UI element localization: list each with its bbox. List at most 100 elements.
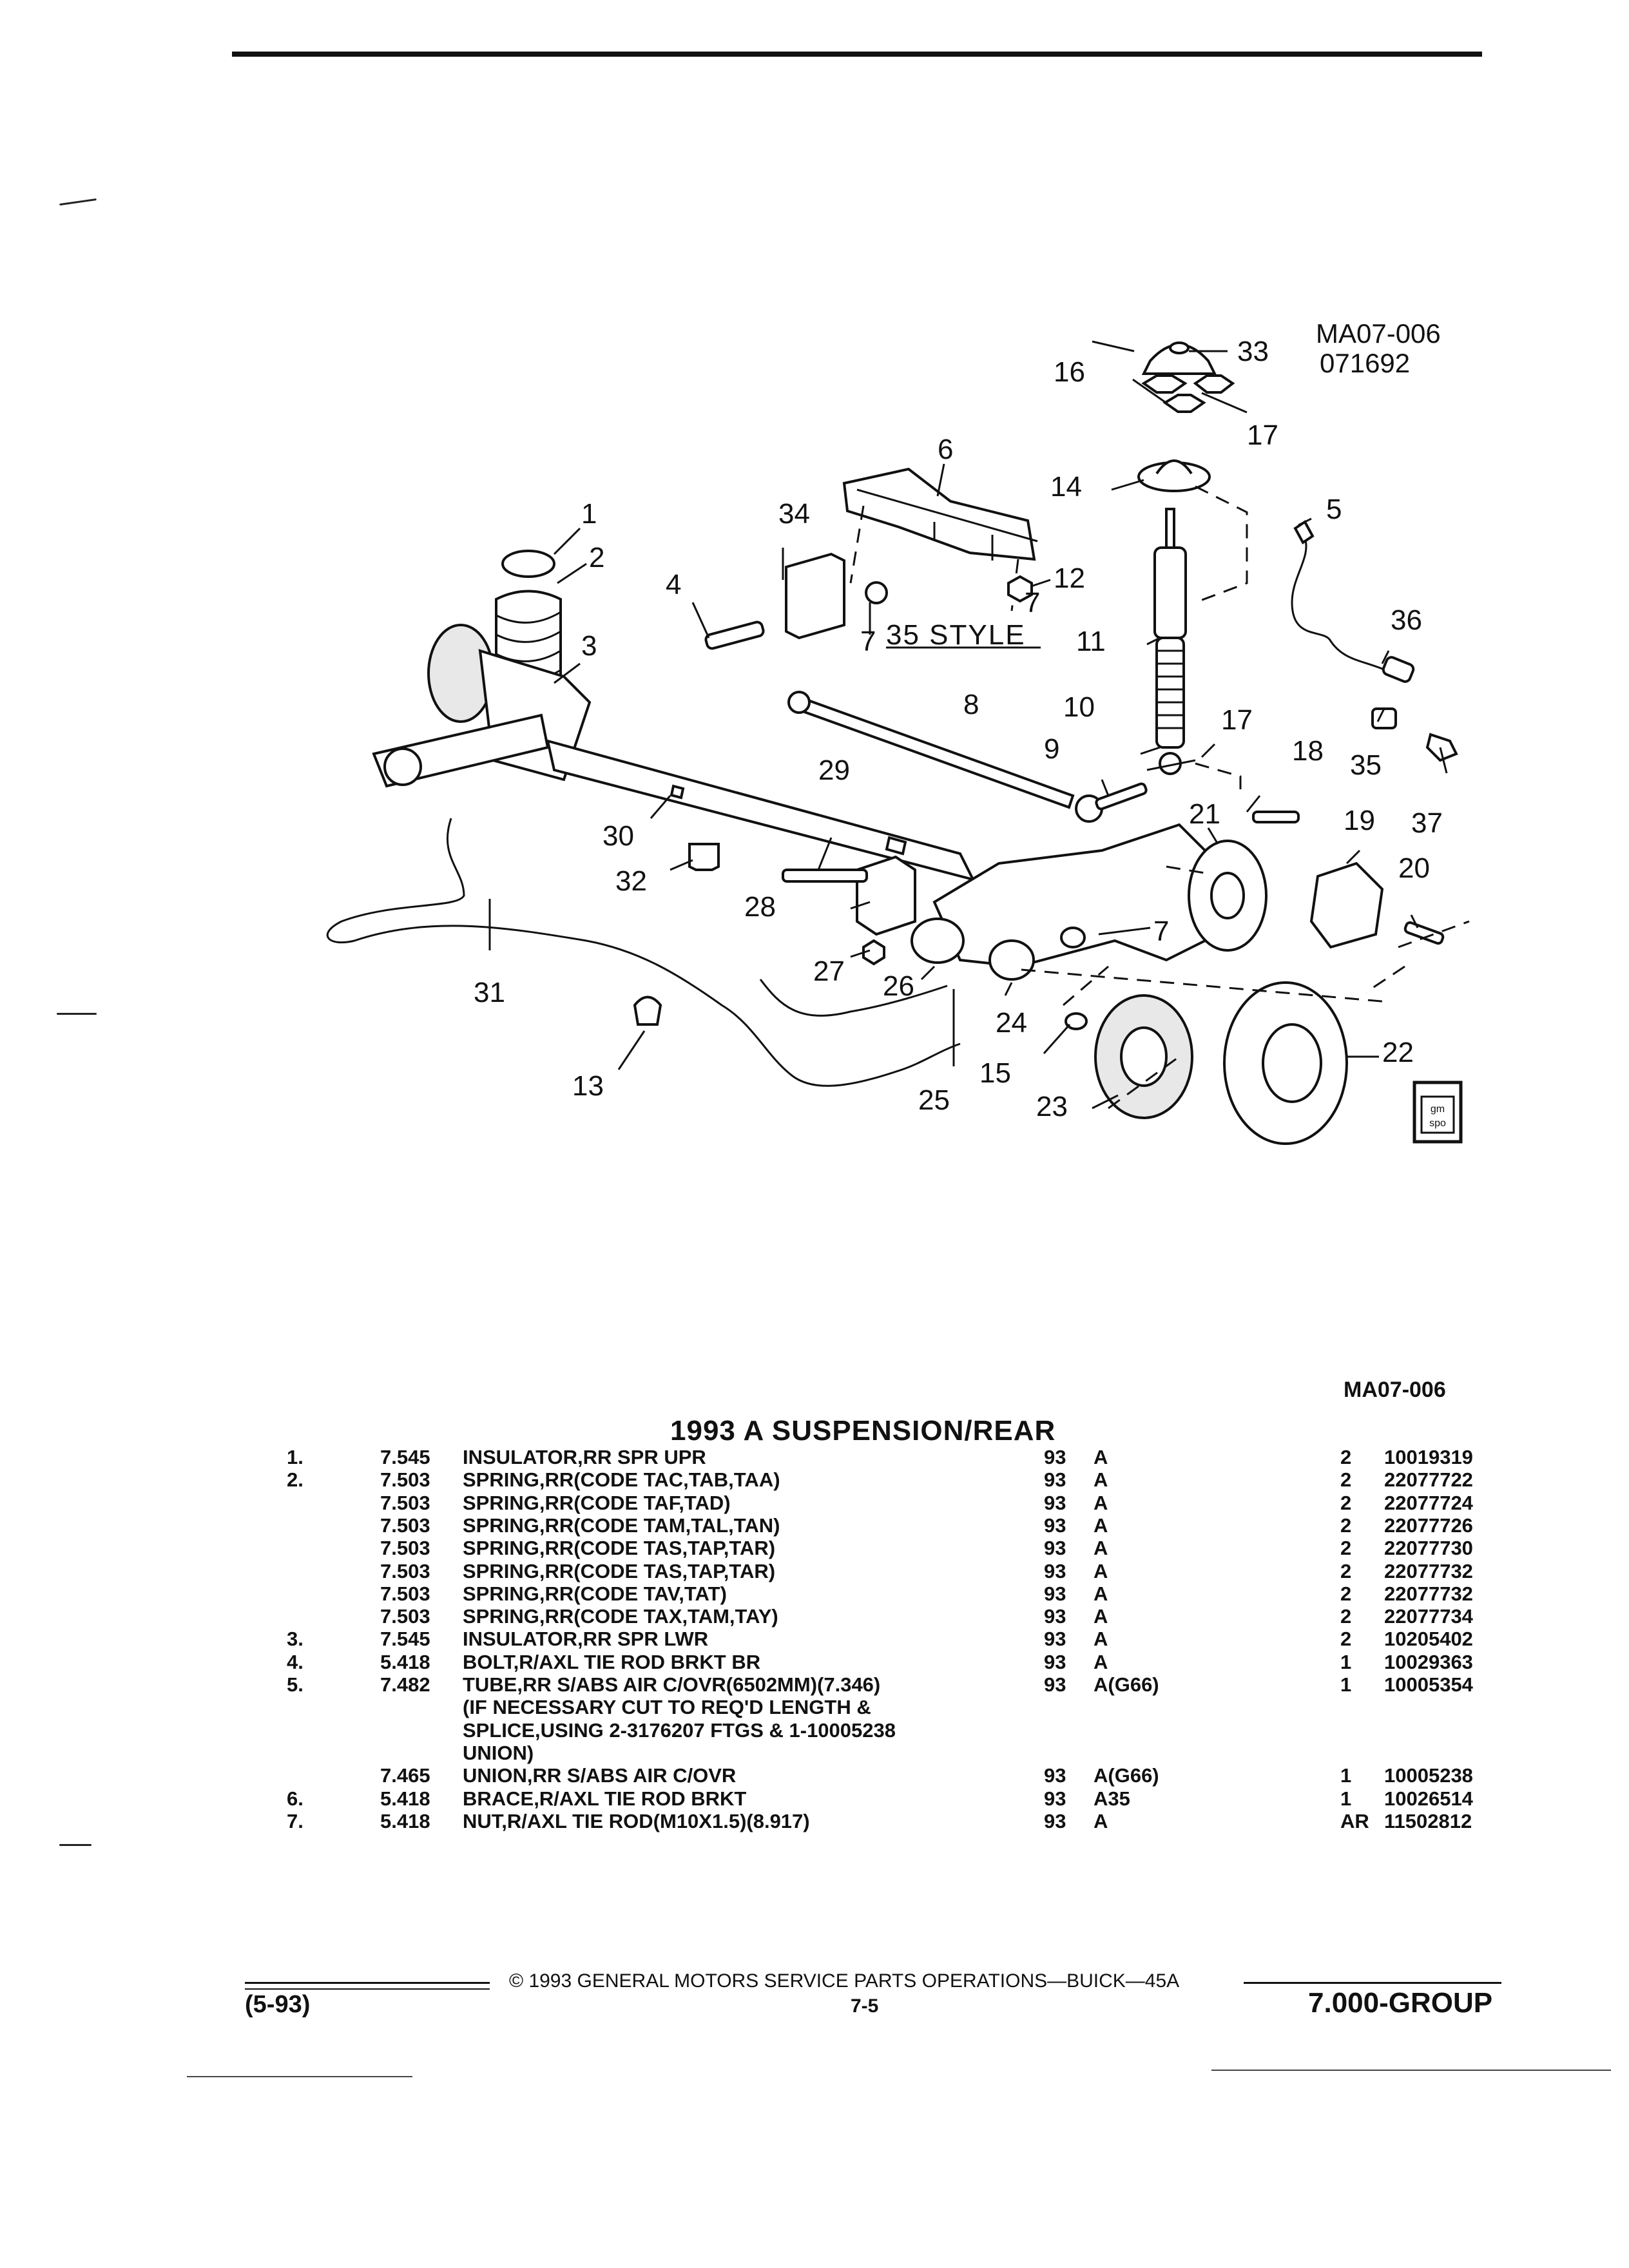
group-number: 7.503 bbox=[380, 1582, 430, 1605]
group-number: 7.465 bbox=[380, 1764, 430, 1787]
callout-9: 9 bbox=[1044, 733, 1059, 765]
group-number: 7.503 bbox=[380, 1491, 430, 1514]
callout-31: 31 bbox=[474, 977, 505, 1008]
item-desc-detail: ,RR SPR LWR bbox=[577, 1628, 709, 1651]
item-name: INSULATOR bbox=[463, 1628, 577, 1651]
model-code: A bbox=[1094, 1559, 1108, 1582]
model-code: A bbox=[1094, 1582, 1108, 1605]
item-number: 6. bbox=[287, 1787, 304, 1810]
callout-35: 35 bbox=[1350, 749, 1382, 781]
item-name: SPRING bbox=[463, 1468, 539, 1492]
group-number: 5.418 bbox=[380, 1650, 430, 1673]
brace-detail bbox=[856, 488, 1038, 561]
axle-bracket-28 bbox=[856, 855, 916, 936]
air-tube-fitting bbox=[1293, 520, 1315, 544]
item-number: 5. bbox=[287, 1673, 304, 1696]
model-code: A bbox=[1094, 1468, 1108, 1492]
item-desc-detail: ,R/AXL TIE ROD BRKT bbox=[534, 1787, 747, 1810]
footer-rule-left bbox=[245, 1982, 490, 1984]
item-number: 3. bbox=[287, 1628, 304, 1651]
item-description: TUBE,RR S/ABS AIR C/OVR(6502MM)(7.346) bbox=[463, 1673, 1030, 1696]
quantity: 2 bbox=[1340, 1446, 1352, 1468]
model-code: A bbox=[1094, 1446, 1108, 1468]
gm-spo-logo-text: spo bbox=[1429, 1118, 1446, 1129]
item-description-line: UNION) bbox=[463, 1741, 534, 1764]
quantity: 2 bbox=[1340, 1537, 1352, 1560]
item-desc-detail: ,R/AXL TIE ROD BRKT BR bbox=[513, 1650, 761, 1673]
part-number: 22077726 bbox=[1384, 1514, 1473, 1537]
item-name: UNION bbox=[463, 1764, 527, 1787]
item-description: SPRING,RR(CODE TAC,TAB,TAA) bbox=[463, 1468, 1030, 1492]
tie-rod-end-left bbox=[787, 691, 811, 714]
bolt-18 bbox=[1252, 811, 1300, 823]
item-name: BRACE bbox=[463, 1787, 534, 1810]
callout-34: 34 bbox=[778, 498, 810, 530]
item-description: INSULATOR,RR SPR LWR bbox=[463, 1628, 1030, 1651]
part-number: 10005238 bbox=[1384, 1764, 1473, 1787]
callout-7: 7 bbox=[1025, 587, 1040, 619]
item-desc-detail: ,R/AXL TIE ROD(M10X1.5)(8.917) bbox=[501, 1809, 810, 1832]
quantity: 2 bbox=[1340, 1491, 1352, 1514]
nut-12 bbox=[1007, 575, 1033, 603]
callout-36: 36 bbox=[1391, 604, 1422, 636]
part-number: 22077724 bbox=[1384, 1491, 1473, 1514]
callout-16: 16 bbox=[1054, 356, 1085, 388]
model-code: A bbox=[1094, 1537, 1108, 1560]
item-name: SPRING bbox=[463, 1605, 539, 1628]
nut-part-16b bbox=[1193, 374, 1235, 394]
quantity: 2 bbox=[1340, 1605, 1352, 1628]
item-description: BOLT,R/AXL TIE ROD BRKT BR bbox=[463, 1651, 1030, 1674]
callout-15: 15 bbox=[979, 1057, 1011, 1089]
date-code: (5-93) bbox=[245, 1991, 311, 2018]
item-desc-detail: ,RR S/ABS AIR C/OVR bbox=[526, 1764, 737, 1787]
diagram-ref-id: MA07-006 bbox=[1316, 318, 1441, 349]
part-number: 22077730 bbox=[1384, 1537, 1473, 1560]
group-number: 7.545 bbox=[380, 1628, 430, 1651]
quantity: 2 bbox=[1340, 1559, 1352, 1582]
air-fitting-35 bbox=[1371, 707, 1397, 729]
model-year: 93 bbox=[1044, 1628, 1066, 1651]
callout-6: 6 bbox=[938, 434, 953, 465]
callout-32: 32 bbox=[615, 865, 647, 897]
model-year: 93 bbox=[1044, 1764, 1066, 1787]
item-name: SPRING bbox=[463, 1559, 539, 1582]
callout-37: 37 bbox=[1411, 807, 1443, 839]
gm-spo-logo-text: gm bbox=[1431, 1104, 1445, 1115]
model-year: 93 bbox=[1044, 1514, 1066, 1537]
quantity: 1 bbox=[1340, 1673, 1352, 1696]
parking-brake-cable-31 bbox=[326, 818, 961, 1087]
clip-32 bbox=[688, 843, 720, 871]
coil-spring-coils bbox=[496, 611, 561, 682]
callout-29: 29 bbox=[818, 754, 850, 786]
model-year: 93 bbox=[1044, 1605, 1066, 1628]
air-tube bbox=[1291, 537, 1386, 671]
part-number: 22077732 bbox=[1384, 1559, 1473, 1582]
diagram-ref-date: 071692 bbox=[1320, 348, 1410, 378]
item-description: SPRING,RR(CODE TAV,TAT) bbox=[463, 1582, 1030, 1606]
callout-25: 25 bbox=[918, 1084, 950, 1116]
callout-leaders bbox=[488, 340, 1448, 1110]
group-number: 5.418 bbox=[380, 1809, 430, 1832]
item-number: 2. bbox=[287, 1468, 304, 1492]
item-desc-detail: ,RR(CODE TAM,TAL,TAN) bbox=[539, 1514, 780, 1537]
scan-mark bbox=[59, 1844, 92, 1846]
item-description: BRACE,R/AXL TIE ROD BRKT bbox=[463, 1787, 1030, 1811]
shock-lower-mount bbox=[1146, 759, 1196, 771]
item-description: NUT,R/AXL TIE ROD(M10X1.5)(8.917) bbox=[463, 1810, 1030, 1833]
model-year: 93 bbox=[1044, 1673, 1066, 1696]
item-name: TUBE bbox=[463, 1673, 517, 1696]
illustration-ref: MA07-006 bbox=[1344, 1378, 1446, 1402]
nut-part-16 bbox=[1141, 374, 1188, 394]
copyright-notice: © 1993 GENERAL MOTORS SERVICE PARTS OPER… bbox=[509, 1970, 1180, 1992]
item-desc-detail: ,RR(CODE TAS,TAP,TAR) bbox=[539, 1537, 776, 1560]
model-code: A(G66) bbox=[1094, 1673, 1159, 1696]
strut-mount-stud bbox=[1169, 341, 1190, 354]
bolt-29 bbox=[782, 869, 868, 883]
quantity: 2 bbox=[1340, 1514, 1352, 1537]
style-35-label: 35 STYLE bbox=[886, 619, 1026, 651]
part-number: 10029363 bbox=[1384, 1650, 1473, 1673]
part-number: 10205402 bbox=[1384, 1628, 1473, 1651]
model-code: A bbox=[1094, 1605, 1108, 1628]
group-number: 7.482 bbox=[380, 1673, 430, 1696]
